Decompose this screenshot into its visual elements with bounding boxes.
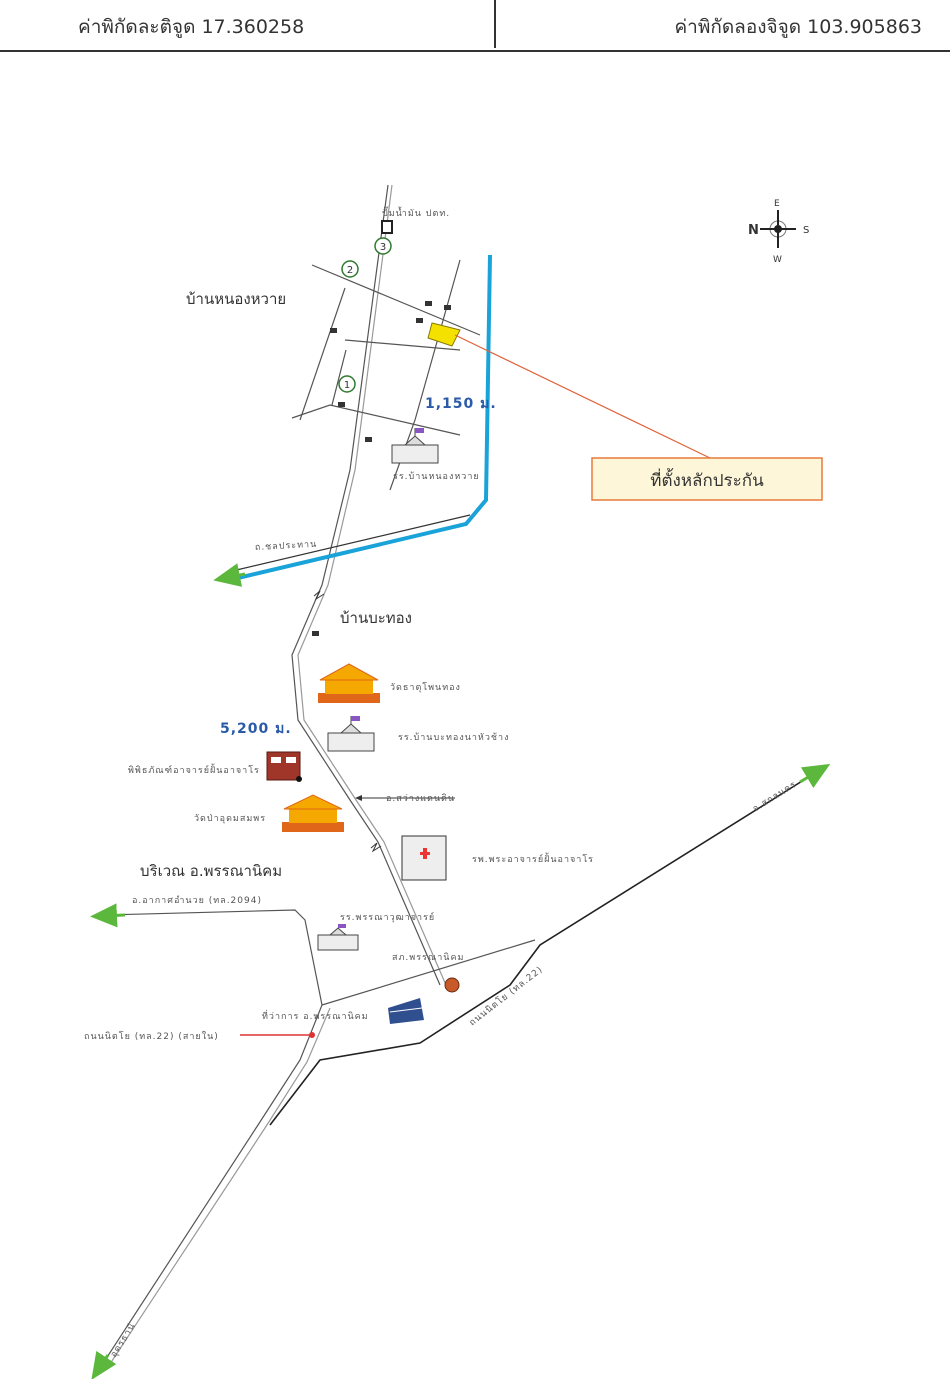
distance-2: 5,200 ม. [220,721,292,737]
udon-arrow-icon [91,1350,117,1379]
collateral-box: ที่ตั้งหลักประกัน [591,457,823,501]
label-to-akat: อ.อากาศอำนวย (ทล.2094) [132,895,262,906]
label-school-phanna: รร.พรรณาวุฒาจารย์ [340,911,435,923]
leader-line [454,334,711,459]
label-police: สภ.พรรณานิคม [392,952,464,963]
main-road [291,184,441,986]
roads [99,184,816,1371]
highway-22 [269,772,816,1126]
label-nittayo-inner: ถนนนิตโย (ทล.22) (สายใน) [84,1031,219,1042]
marker-3: 3 [380,242,386,253]
collateral-label: ที่ตั้งหลักประกัน [650,468,764,491]
gas-station-icon [381,220,393,234]
road-break-icon [370,842,382,853]
label-hospital: รพ.พระอาจารย์ฝั้นอาจาโร [472,852,594,865]
distance-1: 1,150 ม. [425,396,497,412]
cross-road [321,939,536,1006]
canal [237,254,492,580]
markers [338,237,392,393]
sakon-arrow-icon [799,763,831,789]
header-divider [494,0,496,48]
akat-arrow-icon [90,903,126,928]
label-wat-that: วัดธาตุโพนทอง [390,682,461,693]
place-phanna-nikhom: บริเวณ อ.พรรณานิคม [140,862,282,880]
museum-icon [266,751,302,782]
coordinate-header: ค่าพิกัดละติจูด 17.360258 ค่าพิกัดลองจิจ… [0,0,950,52]
label-nittayo-road: ถนนนิตโย (ทล.22) [467,964,545,1028]
temple-icon [282,794,344,832]
label-to-sawang: อ.สว่างแดนดิน [386,793,455,804]
nittayo-inner-dot [309,1032,315,1038]
label-to-sakon: จ.สกลนคร [751,780,798,815]
school-icon [327,716,375,752]
collateral-parcel [427,322,461,347]
road-to-akat [104,909,323,1006]
label-school-nong-huai: รร.บ้านหนองหวาย [393,471,480,482]
label-school-bathong: รร.บ้านบะทองนาหัวช้าง [398,732,509,743]
marker-1: 1 [344,380,350,391]
school-icon [391,428,439,464]
label-to-udon: อุดรธานี [108,1321,138,1360]
hospital-icon [401,835,447,881]
road-break-icon [313,590,325,601]
place-ban-nong-huai: บ้านหนองหวาย [186,290,286,308]
compass-e: E [774,199,780,209]
west-arrow-icon [213,563,246,587]
place-ban-bathong: บ้านบะทอง [340,609,412,627]
district-office-icon [388,998,424,1024]
compass-w: W [773,255,782,265]
compass-s: S [803,225,809,236]
marker-2: 2 [347,265,353,276]
house-icons [312,301,451,636]
school-icon [317,924,359,951]
label-canal-road: ถ.ชลประทาน [255,540,318,553]
longitude-label: ค่าพิกัดลองจิจูด 103.905863 [674,16,922,38]
compass-n: N [748,223,759,238]
compass-icon [760,210,796,248]
police-badge-icon [444,977,460,993]
temple-icon [318,663,380,703]
canal-road [227,514,471,573]
label-wat-pa: วัดป่าอุดมสมพร [194,814,266,824]
label-museum: พิพิธภัณฑ์อาจารย์ฝั้นอาจาโร [128,763,260,776]
southwest-road [99,1004,323,1369]
label-gas-station: ปั๊มน้ำมัน ปตท. [382,206,450,219]
southwest-road-edge [105,1007,331,1371]
main-road-edge [297,184,447,986]
latitude-label: ค่าพิกัดละติจูด 17.360258 [78,16,305,38]
label-district-office: ที่ว่าการ อ.พรรณานิคม [262,1009,369,1022]
